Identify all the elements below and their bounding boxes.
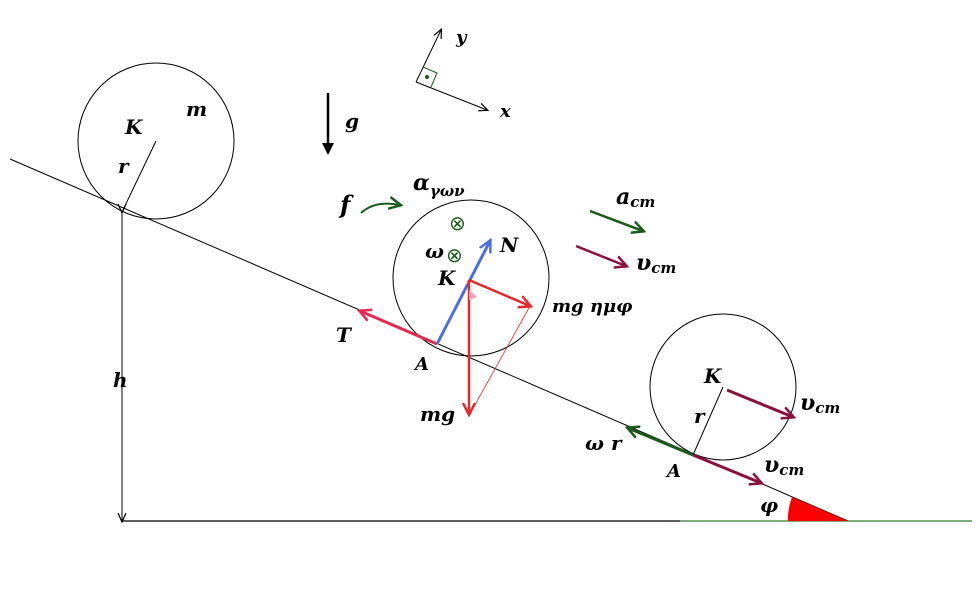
- radius-label-bottom: r: [694, 404, 706, 428]
- v-cm-top-sub: cm: [651, 259, 676, 277]
- y-axis-arrow: [415, 30, 441, 83]
- a-cm-arrow: [589, 209, 643, 231]
- y-axis-label: y: [455, 27, 468, 48]
- normal-label: N: [499, 233, 519, 257]
- wheel-top: [77, 62, 235, 220]
- gravity-label: g: [345, 109, 359, 133]
- right-angle-mark: [422, 66, 438, 88]
- small-angle-mark: [469, 290, 477, 300]
- alpha-sub: γων: [430, 182, 465, 200]
- v-cm-center-main: υ: [800, 390, 815, 416]
- angle-label: φ: [760, 493, 778, 517]
- friction-label: f: [338, 190, 354, 219]
- a-cm-label: acm: [616, 184, 655, 211]
- projection-line: [470, 305, 531, 413]
- alpha-cross-symbol: ⊗: [449, 211, 466, 235]
- a-cm-main: a: [616, 184, 630, 210]
- mg-sin-arrow: [468, 278, 530, 306]
- contact-label-mid: A: [413, 354, 429, 375]
- a-cm-sub: cm: [630, 193, 655, 211]
- contact-label-bottom: A: [665, 461, 681, 482]
- omega-r-label: ω r: [585, 431, 623, 455]
- v-cm-top-main: υ: [636, 250, 651, 276]
- alpha-label: αγων: [413, 170, 465, 200]
- center-label-mid: K: [437, 266, 457, 290]
- radius-label-top: r: [118, 154, 130, 178]
- wheel-bottom: [649, 313, 797, 461]
- height-label: h: [113, 368, 128, 392]
- v-cm-arrow-top: [575, 244, 626, 266]
- v-cm-contact-main: υ: [764, 452, 779, 478]
- omega-cross-symbol: ⊗: [446, 243, 463, 267]
- v-cm-center-sub: cm: [815, 399, 840, 417]
- tension-arrow: [360, 311, 438, 346]
- v-cm-label-contact: υcm: [764, 452, 804, 479]
- radius-bottom-line: [692, 386, 724, 456]
- tension-label: T: [336, 323, 353, 347]
- x-axis-arrow: [415, 81, 487, 110]
- center-label-top: K: [124, 115, 144, 139]
- v-cm-label-top: υcm: [636, 250, 676, 277]
- weight-label: mg: [420, 402, 455, 426]
- axis-dot: [425, 75, 429, 79]
- v-cm-contact-sub: cm: [779, 461, 804, 479]
- angle-wedge: [787, 497, 848, 521]
- v-cm-contact-arrow: [692, 453, 761, 483]
- friction-curve-arrow: [360, 204, 400, 214]
- v-cm-label-center: υcm: [800, 390, 840, 417]
- mg-sin-label: mg ημφ: [552, 296, 633, 317]
- radius-top-line: [121, 140, 157, 213]
- normal-arrow: [435, 241, 490, 345]
- alpha-main: α: [413, 170, 430, 196]
- v-cm-center-arrow: [726, 388, 793, 417]
- center-label-bottom: K: [703, 364, 723, 388]
- wheel-middle: [392, 199, 550, 357]
- x-axis-label: x: [499, 101, 511, 122]
- mass-label: m: [186, 97, 207, 121]
- omega-label: ω: [425, 239, 444, 263]
- omega-r-arrow: [628, 428, 694, 457]
